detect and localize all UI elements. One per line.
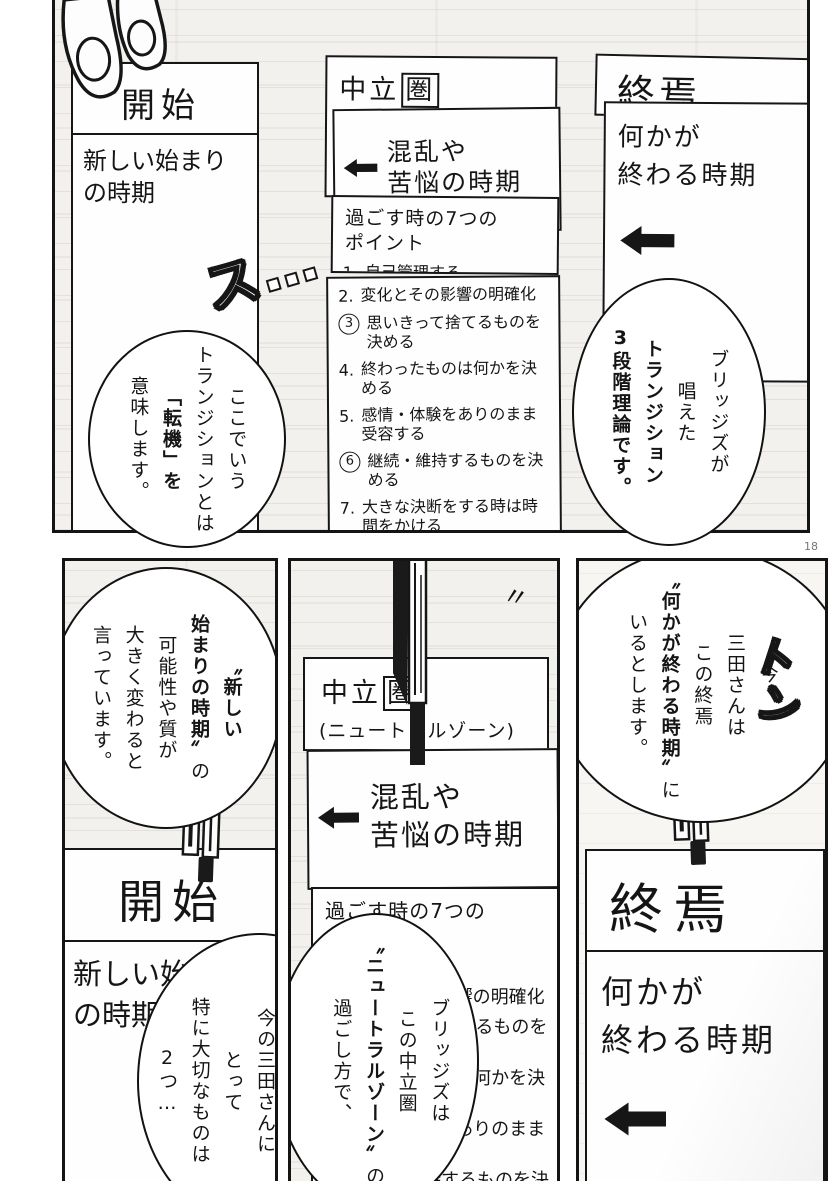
end-body-line1: 何かが <box>617 122 702 153</box>
panel-bottom-left: 開始 新しい始まりの時期 〝新しい 始まりの時期〟の 可能性や質が 大きく変わる… <box>62 558 278 1181</box>
paper-end-close: 終焉 何かが 終わる時期 <box>585 849 825 1181</box>
list-item: 5. 感情・体験をありのまま受容する <box>339 403 538 444</box>
neutral-title: 中立圏 <box>305 659 547 711</box>
left-arrow-icon <box>317 806 360 829</box>
end-body-line2: 終わる時期 <box>617 160 758 192</box>
chaos-line2: 苦悩の時期 <box>386 167 523 198</box>
left-arrow-icon <box>620 226 675 256</box>
neutral-title: 中立圏 <box>327 57 555 108</box>
finger-tips-icon <box>55 0 206 137</box>
speech-bubble-neutral-zone: ブリッジズは この中立圏 〝ニュートラルゾーン〟の 過ごし方で、 <box>291 913 479 1181</box>
page-number: 18 <box>804 540 818 553</box>
list-item: 3 思いきって捨てるものを決める <box>338 312 548 352</box>
chaos-line2: 苦悩の時期 <box>369 817 526 853</box>
speech-bubble-transition-meaning: ここでいう トランジションとは 「転機」を 意味します。 <box>88 330 286 548</box>
points-heading: 過ごす時の7つの ポイント <box>344 207 499 255</box>
chaos-line1: 混乱や <box>386 136 468 167</box>
card-points-head: 過ごす時の7つの ポイント 1. 自己管理する <box>330 195 560 275</box>
card-points-body: 2. 変化とその影響の明確化 3 思いきって捨てるものを決める 4. 終わったも… <box>326 275 562 533</box>
speech-bubble-new-period: 〝新しい 始まりの時期〟の 可能性や質が 大きく変わると 言っています。 <box>65 567 275 829</box>
sfx-dot <box>265 276 282 293</box>
card-chaos: 混乱や 苦悩の時期 <box>332 106 562 234</box>
list-item: 4. 終わったものは何かを決める <box>338 357 538 398</box>
list-item: 7. 大きな決断をする時は時間をかける <box>339 495 539 533</box>
list-item: 6 継続・維持するものを決める <box>339 450 549 490</box>
list-item: 1. 自己管理する <box>342 262 462 275</box>
paper-start-title: 開始 <box>65 850 275 942</box>
paper-end-title: 終焉 <box>587 851 823 952</box>
card-chaos-close: 混乱や 苦悩の時期 <box>306 748 557 890</box>
speech-bubble-bridges-theory: ブリッジズが 唱えた トランジション 3段階理論です。 <box>572 278 766 546</box>
panel-bottom-middle: 中立圏 (ニュートラルゾーン) 混乱や 苦悩の時期 過ごす時の7つの ポイント … <box>288 558 560 1181</box>
panel-bottom-right: 終焉 何かが 終わる時期 今、 三田さんは この終焉 〝何かが終わる時期〟に い… <box>576 558 828 1181</box>
list-item: 2. 変化とその影響の明確化 <box>338 284 537 306</box>
panel-top: 開始 新しい始まりの時期 中立圏 (ニュートラルゾーン) <box>52 0 810 533</box>
end-body-line2: 終わる時期 <box>601 1021 777 1059</box>
chaos-line1: 混乱や <box>369 779 463 815</box>
dark-pen-icon <box>383 561 443 774</box>
boxed-kanji: 圏 <box>401 72 440 108</box>
speech-bubble-ending-now: 今、 三田さんは この終焉 〝何かが終わる時期〟に いるとします。 <box>579 561 825 823</box>
sfx-dot <box>302 266 319 283</box>
paper-start-body: 新しい始まりの時期 <box>83 147 227 208</box>
card-end-body: 何かが 終わる時期 <box>602 101 807 383</box>
sfx-ditto: 〃 <box>499 580 532 616</box>
end-body-line1: 何かが <box>601 973 707 1011</box>
paper-start-title: 開始 <box>73 64 257 135</box>
left-arrow-icon <box>604 1102 666 1136</box>
left-arrow-icon <box>343 159 378 178</box>
sfx-dot <box>283 271 301 288</box>
